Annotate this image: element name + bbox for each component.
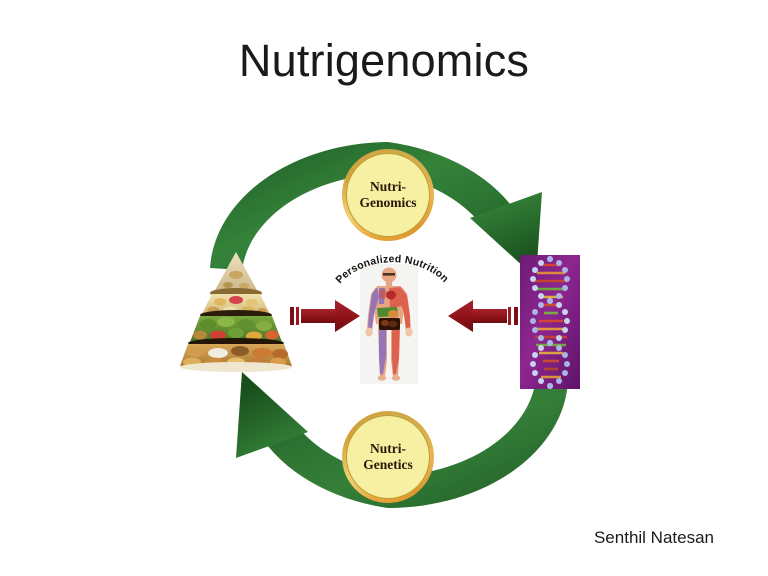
arrow-pyramid-to-body <box>290 300 360 332</box>
personalized-nutrition-text: Personalized Nutrition <box>333 253 450 286</box>
nutrigenomics-cycle-diagram: Personalized Nutrition <box>170 130 610 520</box>
arrowhead-up <box>236 372 308 458</box>
node-genetics-label-line2: Genetics <box>363 457 413 472</box>
page-title: Nutrigenomics <box>238 35 530 86</box>
author-credit: Senthil Natesan <box>593 528 714 547</box>
human-body-image <box>360 264 418 384</box>
node-nutri-genomics[interactable]: Nutri- Genomics <box>342 149 434 241</box>
node-nutri-genetics[interactable]: Nutri- Genetics <box>342 411 434 503</box>
food-pyramid-image <box>180 252 292 372</box>
dna-helix-image <box>520 255 580 389</box>
personalized-nutrition-caption: Personalized Nutrition <box>333 253 451 286</box>
node-genomics-circle: Nutri- Genomics <box>346 153 430 237</box>
node-genomics-label-line1: Nutri- <box>370 179 406 195</box>
arrow-dna-to-body <box>448 300 518 332</box>
arc-genetics-to-pyramid <box>236 372 568 509</box>
node-genetics-circle: Nutri- Genetics <box>346 415 430 499</box>
svg-text:Personalized Nutrition: Personalized Nutrition <box>333 253 451 286</box>
node-genomics-label-line2: Genomics <box>359 195 417 210</box>
cycle-arrows-layer <box>210 142 568 509</box>
node-genetics-label-line1: Nutri- <box>370 441 406 457</box>
